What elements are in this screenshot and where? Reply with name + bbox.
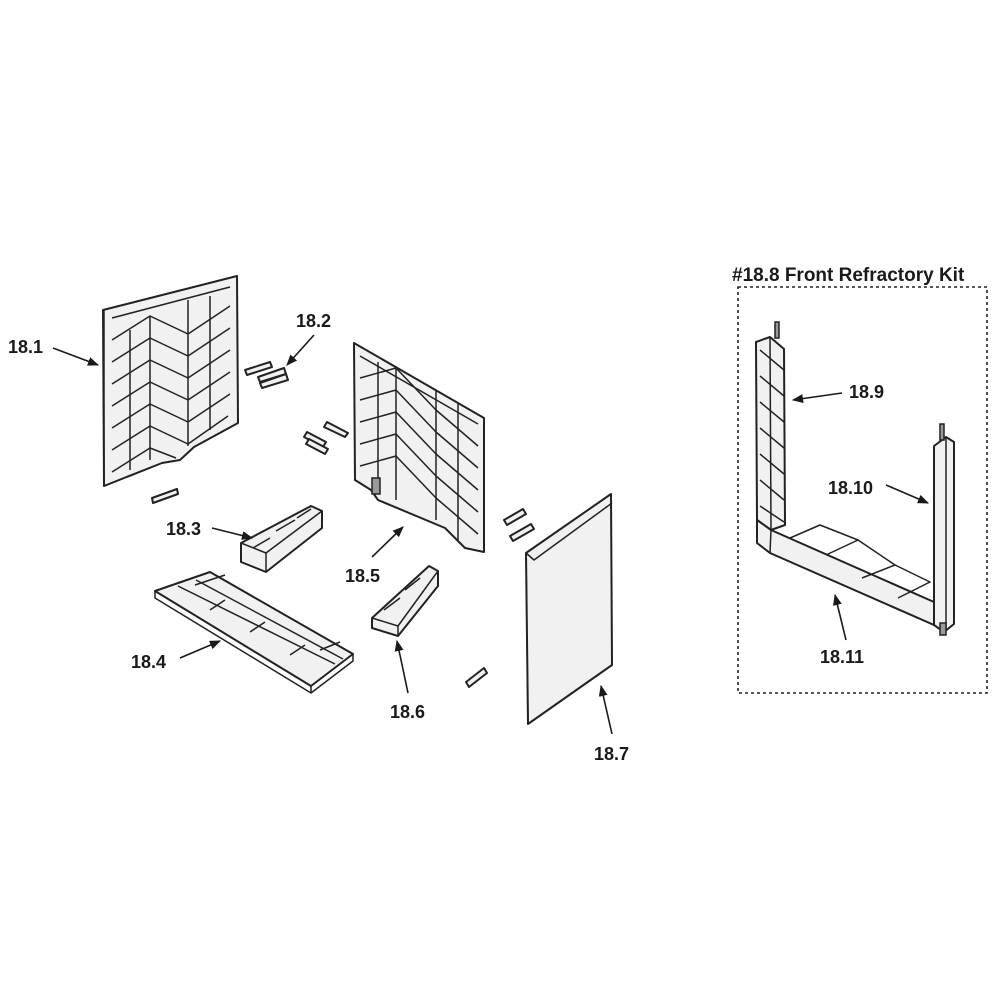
label-18-3: 18.3 <box>166 519 201 539</box>
part-18-1-left-panel <box>102 275 239 487</box>
part-18-9-left-column <box>755 321 786 531</box>
herringbone-pattern-18-5 <box>359 355 479 540</box>
label-18-7: 18.7 <box>594 744 629 764</box>
part-18-5-rear-panel <box>353 342 485 553</box>
label-18-11: 18.11 <box>820 647 864 667</box>
label-18-5: 18.5 <box>345 566 380 586</box>
part-18-4-floor <box>154 571 354 694</box>
arrow-18-5 <box>371 526 404 558</box>
kit-dashed-border <box>737 286 988 694</box>
part-18-11-base-row <box>756 519 935 626</box>
label-18-10: 18.10 <box>828 478 873 498</box>
label-18-1: 18.1 <box>8 337 43 357</box>
label-18-9: 18.9 <box>849 382 884 402</box>
arrow-18-3 <box>211 527 254 540</box>
herringbone-pattern-18-1 <box>111 286 231 473</box>
arrow-18-4 <box>179 640 222 659</box>
part-18-3-brick <box>240 505 323 573</box>
callout-arrows <box>52 334 930 735</box>
label-18-6: 18.6 <box>390 702 425 722</box>
part-18-7-plate <box>525 493 613 725</box>
part-18-6-brick <box>371 565 439 637</box>
part-18-10-right-column <box>933 423 955 636</box>
arrow-18-7 <box>598 684 613 735</box>
arrow-18-11 <box>833 593 847 641</box>
label-18-4: 18.4 <box>131 652 166 672</box>
arrow-18-1 <box>52 347 100 366</box>
kit-title: #18.8 Front Refractory Kit <box>732 265 965 286</box>
arrow-18-2 <box>286 334 315 366</box>
arrow-18-6 <box>394 639 409 694</box>
arrow-18-9 <box>791 392 843 404</box>
part-18-2-bricks <box>151 361 349 504</box>
part-pins <box>465 508 535 688</box>
label-18-2: 18.2 <box>296 311 331 331</box>
arrow-18-10 <box>885 484 930 504</box>
